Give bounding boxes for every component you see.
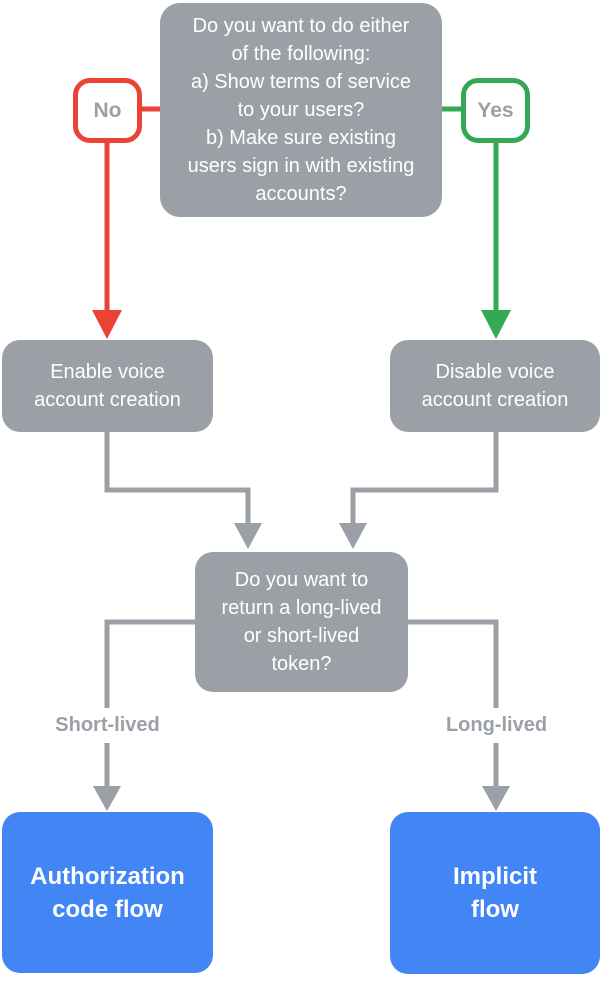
node-enable-voice-account-creation: Enable voice account creation	[2, 340, 213, 432]
label-long-lived: Long-lived	[410, 708, 583, 743]
edge-enable-to-token-arrowhead	[234, 523, 262, 549]
edge-short-lived-arrowhead	[93, 786, 121, 811]
node-top-question: Do you want to do either of the followin…	[160, 3, 442, 217]
edge-long-lived-arrowhead	[482, 786, 510, 811]
edge-disable-to-token-line	[350, 430, 499, 525]
edge-enable-to-token-line	[104, 430, 251, 525]
edge-disable-to-token-arrowhead	[339, 523, 367, 549]
badge-yes: Yes	[461, 78, 530, 143]
node-authorization-code-flow: Authorization code flow	[2, 812, 213, 973]
node-disable-voice-account-creation: Disable voice account creation	[390, 340, 600, 432]
edge-yes-arrowhead	[481, 310, 511, 339]
label-short-lived: Short-lived	[22, 708, 193, 743]
node-token-question: Do you want to return a long-lived or sh…	[195, 552, 408, 692]
edge-no-arrowhead	[92, 310, 122, 339]
edge-short-lived-line	[104, 619, 197, 788]
edge-long-lived-line	[406, 619, 499, 788]
badge-no: No	[73, 78, 142, 143]
node-implicit-flow: Implicit flow	[390, 812, 600, 974]
